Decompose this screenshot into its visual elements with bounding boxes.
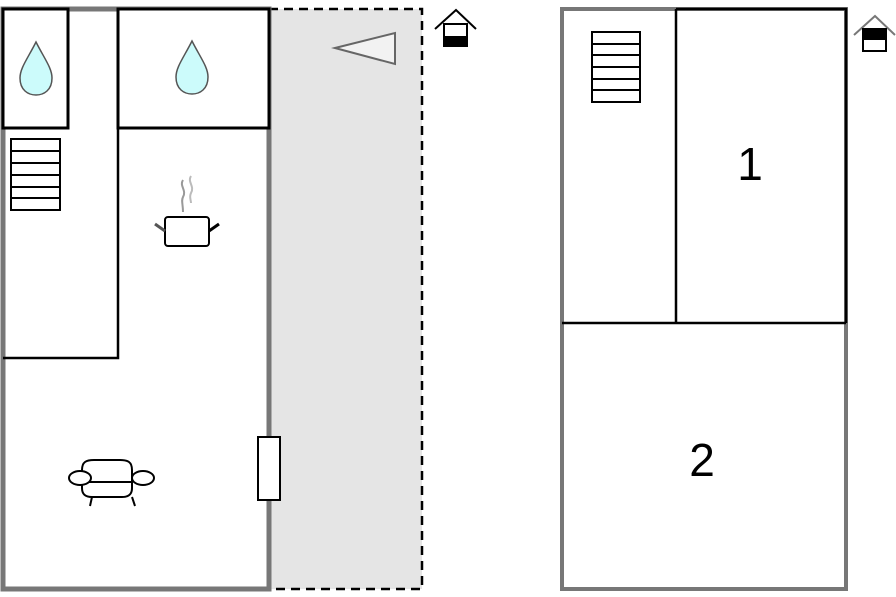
- terrace: [269, 9, 422, 589]
- stairs-icon: [591, 31, 641, 103]
- cooking-pot-icon: [154, 175, 220, 247]
- door-icon: [257, 436, 281, 501]
- terrace-dashed-border: [252, 7, 424, 591]
- house-level-icon: [434, 8, 477, 47]
- room-label-2: 2: [689, 434, 715, 486]
- house-level-icon: [853, 14, 896, 52]
- stairs-icon: [10, 138, 61, 211]
- water-drop-icon: [19, 40, 53, 96]
- water-drop-icon: [175, 39, 209, 95]
- upper-room-walls: [562, 7, 848, 325]
- upper-floor: 1 2: [560, 7, 896, 591]
- sofa-icon: [68, 459, 155, 507]
- room-label-1: 1: [737, 138, 763, 190]
- ground-floor: [0, 6, 477, 592]
- hall-wall: [3, 128, 120, 360]
- outer-wall: [560, 7, 848, 591]
- compass-arrow-icon: [331, 31, 396, 66]
